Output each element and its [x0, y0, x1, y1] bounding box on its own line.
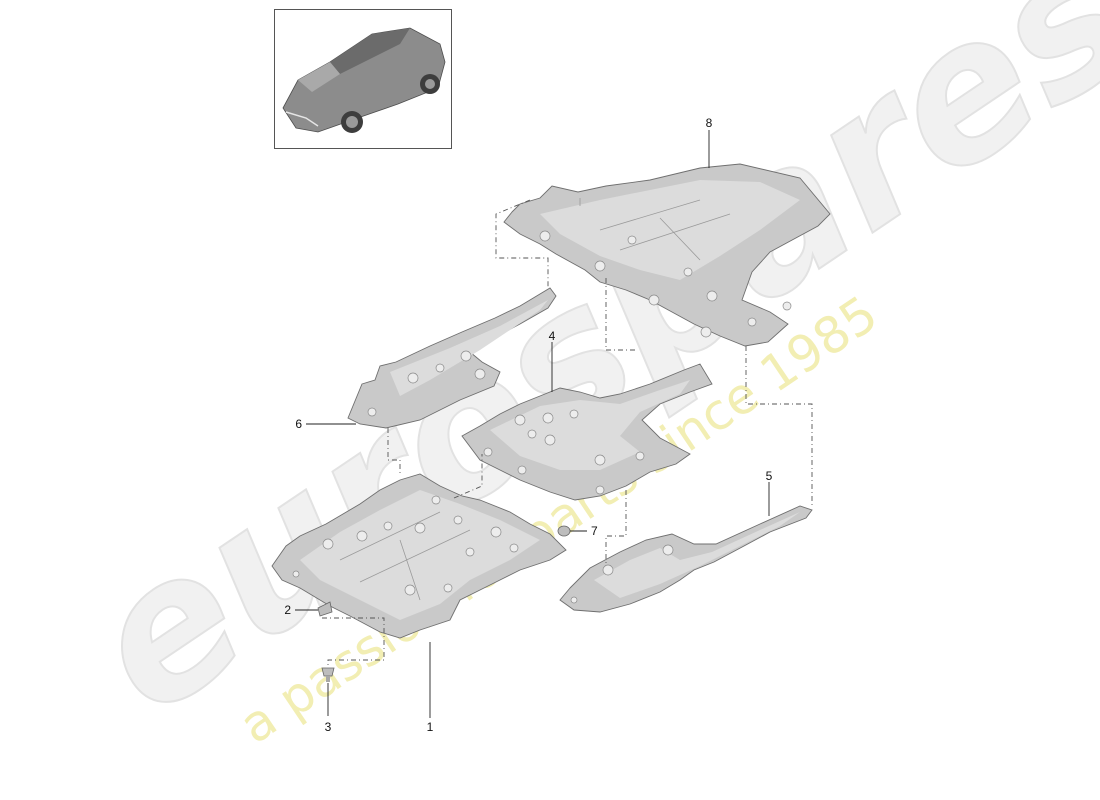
- part-3-screw: [321, 667, 335, 682]
- watermark-logo: eurospares: [52, 0, 1100, 757]
- callouts: 8 4 5 6 7 2 3 1: [284, 116, 772, 734]
- part-2-clip: [317, 601, 333, 617]
- callout-8: 8: [706, 116, 713, 130]
- callout-6: 6: [295, 417, 302, 431]
- part-6-side-panel: [347, 287, 557, 429]
- part-1-front-underbody-panel: [271, 473, 567, 639]
- callout-7: 7: [591, 524, 598, 538]
- callout-5: 5: [766, 469, 773, 483]
- car-thumbnail: [274, 9, 452, 149]
- part-7-plug: [557, 525, 571, 537]
- assembly-lines: [322, 199, 813, 668]
- callout-1: 1: [427, 720, 434, 734]
- car-icon: [282, 27, 446, 133]
- part-4-center-panel: [461, 363, 713, 501]
- callout-3: 3: [325, 720, 332, 734]
- part-8-rear-underbody-panel: [503, 163, 831, 347]
- part-5-right-panel: [559, 505, 813, 613]
- leader-lines: [295, 130, 770, 718]
- watermark: eurospares a passion for parts since 198…: [51, 0, 1100, 758]
- callout-4: 4: [549, 329, 556, 343]
- callout-2: 2: [284, 603, 291, 617]
